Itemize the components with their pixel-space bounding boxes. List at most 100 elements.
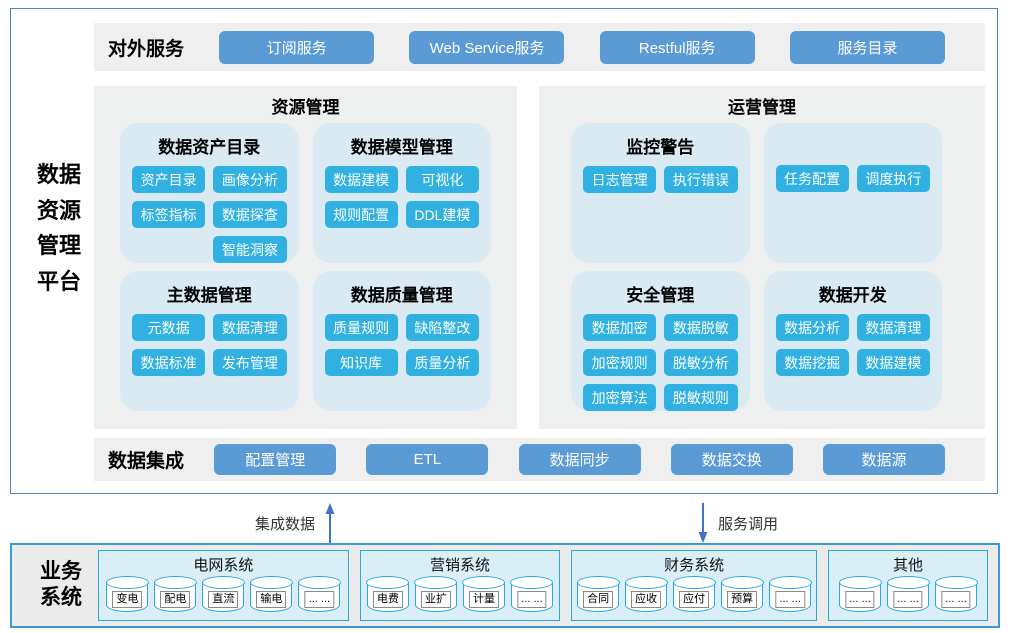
database-label: 输电 — [256, 591, 287, 608]
up-arrow-icon — [325, 503, 335, 543]
database-label: ... ... — [304, 591, 335, 608]
service-button-webservice[interactable]: Web Service服务 — [409, 30, 565, 64]
database-row: ... ... ... ... ... ... — [838, 574, 978, 612]
external-services-label: 对外服务 — [108, 38, 185, 60]
operation-management-panel: 运营管理 监控警告 日志管理 执行错误 任务配置 — [539, 86, 985, 429]
feature-chip[interactable]: 画像分析 — [213, 166, 287, 193]
integration-button-exchange[interactable]: 数据交换 — [670, 444, 793, 475]
feature-chip[interactable]: 数据清理 — [213, 314, 287, 341]
management-panels: 资源管理 数据资产目录 资产目录 画像分析 标签指标 数据探查 智能洞察 — [94, 86, 985, 429]
platform-title-line: 资源 — [37, 197, 82, 223]
database-icon: ... ... — [768, 576, 812, 612]
service-button-catalog[interactable]: 服务目录 — [789, 30, 945, 64]
operation-cards: 监控警告 日志管理 执行错误 任务配置 调度执行 — [539, 123, 985, 411]
resource-management-panel: 资源管理 数据资产目录 资产目录 画像分析 标签指标 数据探查 智能洞察 — [94, 86, 517, 429]
chip-grid: 质量规则 缺陷整改 知识库 质量分析 — [324, 314, 479, 376]
business-title-line: 业务 — [40, 560, 82, 583]
database-label: 配电 — [160, 591, 191, 608]
operation-panel-title: 运营管理 — [728, 98, 796, 117]
feature-chip[interactable]: 发布管理 — [213, 349, 287, 376]
database-icon: 预算 — [720, 576, 764, 612]
feature-chip[interactable]: 数据挖掘 — [775, 349, 849, 376]
service-call-label: 服务调用 — [718, 515, 779, 533]
chip-grid: 数据加密 数据脱敏 加密规则 脱敏分析 加密算法 脱敏规则 — [583, 314, 738, 411]
integration-button-etl[interactable]: ETL — [366, 444, 489, 475]
feature-chip[interactable]: 质量规则 — [324, 314, 398, 341]
chip-grid: 资产目录 画像分析 标签指标 数据探查 智能洞察 — [132, 166, 287, 263]
feature-chip[interactable]: 任务配置 — [775, 165, 849, 192]
feature-chip[interactable]: 数据分析 — [775, 314, 849, 341]
platform-content: 对外服务 订阅服务 Web Service服务 Restful服务 服务目录 资… — [94, 23, 985, 481]
group-power-grid-system: 电网系统 变电 配电 直流 输电 ... ... — [98, 550, 349, 621]
integration-button-config[interactable]: 配置管理 — [214, 444, 337, 475]
platform-box: 数据 资源 管理 平台 对外服务 订阅服务 Web Service服务 Rest… — [10, 8, 998, 494]
feature-chip[interactable]: 脱敏分析 — [664, 349, 738, 376]
database-icon: 应收 — [624, 576, 668, 612]
feature-chip[interactable]: DDL建模 — [405, 201, 479, 228]
database-label: 预算 — [727, 591, 758, 608]
database-icon: 应付 — [672, 576, 716, 612]
service-button-subscribe[interactable]: 订阅服务 — [219, 30, 375, 64]
feature-chip[interactable]: 标签指标 — [132, 201, 206, 228]
database-icon: 直流 — [201, 576, 245, 612]
card-title: 数据质量管理 — [350, 286, 453, 305]
feature-chip[interactable]: 脱敏规则 — [664, 384, 738, 411]
database-row: 变电 配电 直流 输电 ... ... — [105, 574, 341, 612]
card-title: 数据模型管理 — [350, 138, 453, 157]
chip-grid: 任务配置 调度执行 — [775, 165, 930, 192]
group-title: 营销系统 — [429, 557, 490, 574]
feature-chip[interactable]: 资产目录 — [132, 166, 206, 193]
business-groups: 电网系统 变电 配电 直流 输电 ... ... 营销系统 电费 业扩 计量 .… — [98, 550, 988, 621]
service-call-flow: 服务调用 — [696, 503, 778, 543]
external-services-row: 对外服务 订阅服务 Web Service服务 Restful服务 服务目录 — [94, 23, 985, 71]
group-title: 其他 — [893, 557, 924, 574]
feature-chip[interactable]: 数据建模 — [324, 166, 398, 193]
database-icon: 计量 — [462, 576, 506, 612]
database-icon: ... ... — [886, 576, 930, 612]
feature-chip[interactable]: 智能洞察 — [213, 236, 287, 263]
card-data-model-management: 数据模型管理 数据建模 可视化 规则配置 DDL建模 — [312, 123, 491, 263]
database-icon: 配电 — [153, 576, 197, 612]
card-title: 数据资产目录 — [158, 138, 261, 157]
chip-grid: 元数据 数据清理 数据标准 发布管理 — [132, 314, 287, 376]
database-label: 直流 — [208, 591, 239, 608]
integration-button-source[interactable]: 数据源 — [822, 444, 945, 475]
feature-chip[interactable]: 数据建模 — [856, 349, 930, 376]
database-label: 电费 — [372, 591, 403, 608]
integrate-data-label: 集成数据 — [255, 515, 316, 533]
platform-title-line: 平台 — [37, 268, 82, 294]
feature-chip[interactable]: 数据清理 — [856, 314, 930, 341]
integration-button-sync[interactable]: 数据同步 — [518, 444, 641, 475]
feature-chip[interactable]: 加密算法 — [583, 384, 657, 411]
feature-chip[interactable]: 调度执行 — [856, 165, 930, 192]
database-label: 变电 — [112, 591, 143, 608]
feature-chip[interactable]: 加密规则 — [583, 349, 657, 376]
feature-chip[interactable]: 可视化 — [405, 166, 479, 193]
database-label: ... ... — [845, 591, 875, 608]
feature-chip[interactable]: 数据探查 — [213, 201, 287, 228]
database-label: ... ... — [941, 591, 971, 608]
database-icon: 电费 — [366, 576, 410, 612]
platform-title: 数据 资源 管理 平台 — [37, 157, 89, 300]
database-row: 合同 应收 应付 预算 ... ... — [576, 574, 812, 612]
integrate-data-flow: 集成数据 — [255, 503, 337, 543]
resource-panel-title: 资源管理 — [271, 98, 340, 117]
group-finance-system: 财务系统 合同 应收 应付 预算 ... ... — [571, 550, 818, 621]
database-label: 应付 — [679, 591, 710, 608]
service-button-restful[interactable]: Restful服务 — [599, 30, 755, 64]
feature-chip[interactable]: 元数据 — [132, 314, 206, 341]
database-icon: 业扩 — [414, 576, 458, 612]
card-monitoring-alerts: 监控警告 日志管理 执行错误 — [571, 123, 750, 263]
feature-chip[interactable]: 执行错误 — [664, 166, 738, 193]
feature-chip[interactable]: 缺陷整改 — [405, 314, 479, 341]
feature-chip[interactable]: 日志管理 — [583, 166, 657, 193]
platform-title-line: 管理 — [37, 233, 82, 259]
feature-chip[interactable]: 知识库 — [324, 349, 398, 376]
database-row: 电费 业扩 计量 ... ... — [366, 574, 554, 612]
feature-chip[interactable]: 规则配置 — [324, 201, 398, 228]
feature-chip[interactable]: 数据加密 — [583, 314, 657, 341]
feature-chip[interactable]: 数据标准 — [132, 349, 206, 376]
feature-chip[interactable]: 数据脱敏 — [664, 314, 738, 341]
database-icon: 变电 — [105, 576, 149, 612]
feature-chip[interactable]: 质量分析 — [405, 349, 479, 376]
